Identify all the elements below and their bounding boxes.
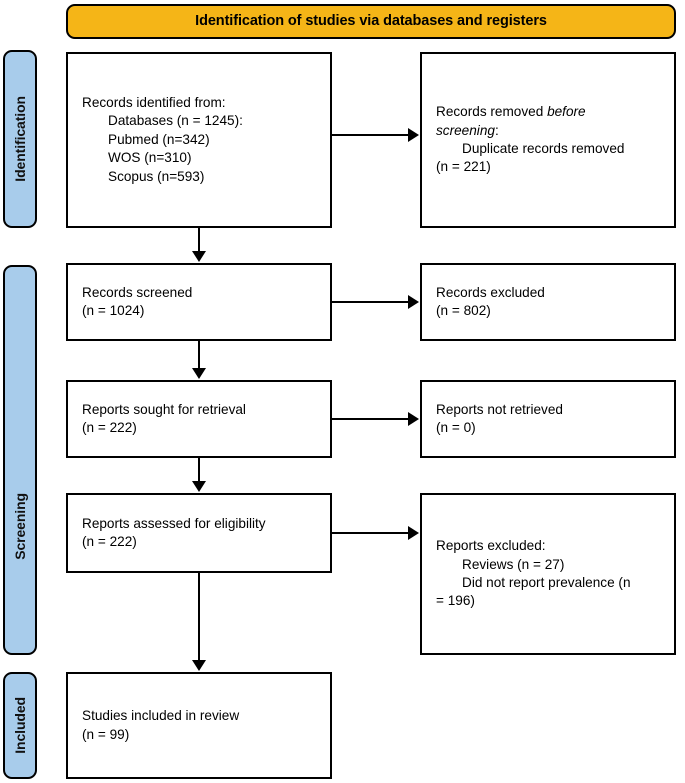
box-reports-not-retrieved: Reports not retrieved (n = 0): [420, 380, 676, 458]
box-line: Reports assessed for eligibility: [82, 515, 266, 531]
box-line: = 196): [436, 593, 475, 609]
box-line: (n = 0): [436, 420, 476, 435]
stage-bar-identification: Identification: [3, 50, 37, 228]
box-line: Records removed before: [436, 103, 660, 121]
box-line-emphasis: before: [547, 104, 586, 120]
box-line: Records excluded: [436, 284, 545, 300]
box-line: screening:: [436, 122, 660, 140]
box-reports-assessed: Reports assessed for eligibility (n = 22…: [66, 493, 332, 573]
box-line: (n = 221): [436, 159, 491, 175]
stage-bar-screening: Screening: [3, 265, 37, 655]
box-records-screened: Records screened (n = 1024): [66, 263, 332, 341]
box-line: Scopus (n=593): [108, 168, 205, 184]
stage-label-screening: Screening: [12, 492, 28, 560]
box-line: Reports excluded:: [436, 538, 546, 554]
box-line: Records identified from:: [82, 94, 226, 110]
box-line: (n = 802): [436, 303, 491, 318]
stage-label-identification: Identification: [12, 96, 28, 182]
box-line: Reports not retrieved: [436, 401, 563, 417]
box-line: Records screened: [82, 284, 193, 300]
box-line: Duplicate records removed: [462, 141, 625, 156]
box-line: Did not report prevalence (n: [462, 575, 631, 590]
box-records-removed: Records removed before screening: Duplic…: [420, 52, 676, 228]
box-line: (n = 1024): [82, 303, 145, 318]
box-line-emphasis: screening: [436, 122, 495, 138]
box-line: Reviews (n = 27): [462, 556, 565, 572]
stage-bar-included: Included: [3, 672, 37, 779]
box-records-identified: Records identified from: Databases (n = …: [66, 52, 332, 228]
banner-title: Identification of studies via databases …: [195, 12, 547, 29]
box-studies-included: Studies included in review (n = 99): [66, 672, 332, 779]
box-line: Databases (n = 1245):: [108, 113, 243, 129]
box-line: Studies included in review: [82, 708, 240, 724]
box-line: Reports sought for retrieval: [82, 401, 246, 417]
box-reports-sought: Reports sought for retrieval (n = 222): [66, 380, 332, 458]
stage-label-included: Included: [12, 697, 28, 754]
box-line: (n = 99): [82, 726, 130, 742]
box-records-excluded: Records excluded (n = 802): [420, 263, 676, 341]
box-line: (n = 222): [82, 420, 137, 435]
box-line-text: Records removed: [436, 104, 548, 120]
box-line: Pubmed (n=342): [108, 131, 210, 147]
box-reports-excluded: Reports excluded: Reviews (n = 27) Did n…: [420, 493, 676, 655]
identification-banner: Identification of studies via databases …: [66, 4, 676, 39]
box-line-text: :: [494, 122, 499, 138]
box-line: WOS (n=310): [108, 150, 192, 166]
box-line: (n = 222): [82, 534, 137, 549]
